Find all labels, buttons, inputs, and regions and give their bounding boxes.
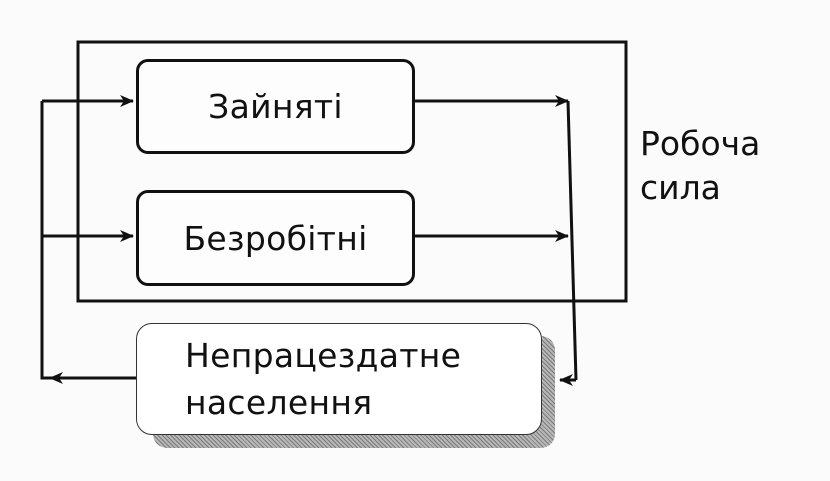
node-employed: Зайняті: [136, 59, 415, 154]
return-loop-line: [40, 101, 136, 380]
node-inactive-label-line2: населення: [185, 383, 373, 422]
labor-force-label: Робоча сила: [640, 122, 760, 210]
collector-line: [566, 100, 578, 381]
labor-force-label-line1: Робоча: [640, 124, 761, 163]
node-unemployed-label: Безробітні: [183, 218, 368, 258]
labor-force-frame: [76, 40, 628, 303]
node-inactive-label-line1: Непрацездатне: [185, 336, 462, 375]
node-unemployed: Безробітні: [136, 190, 415, 286]
labor-force-label-line2: сила: [640, 168, 721, 207]
node-employed-label: Зайняті: [208, 87, 343, 126]
node-inactive-population: Непрацездатне населення: [136, 323, 542, 435]
